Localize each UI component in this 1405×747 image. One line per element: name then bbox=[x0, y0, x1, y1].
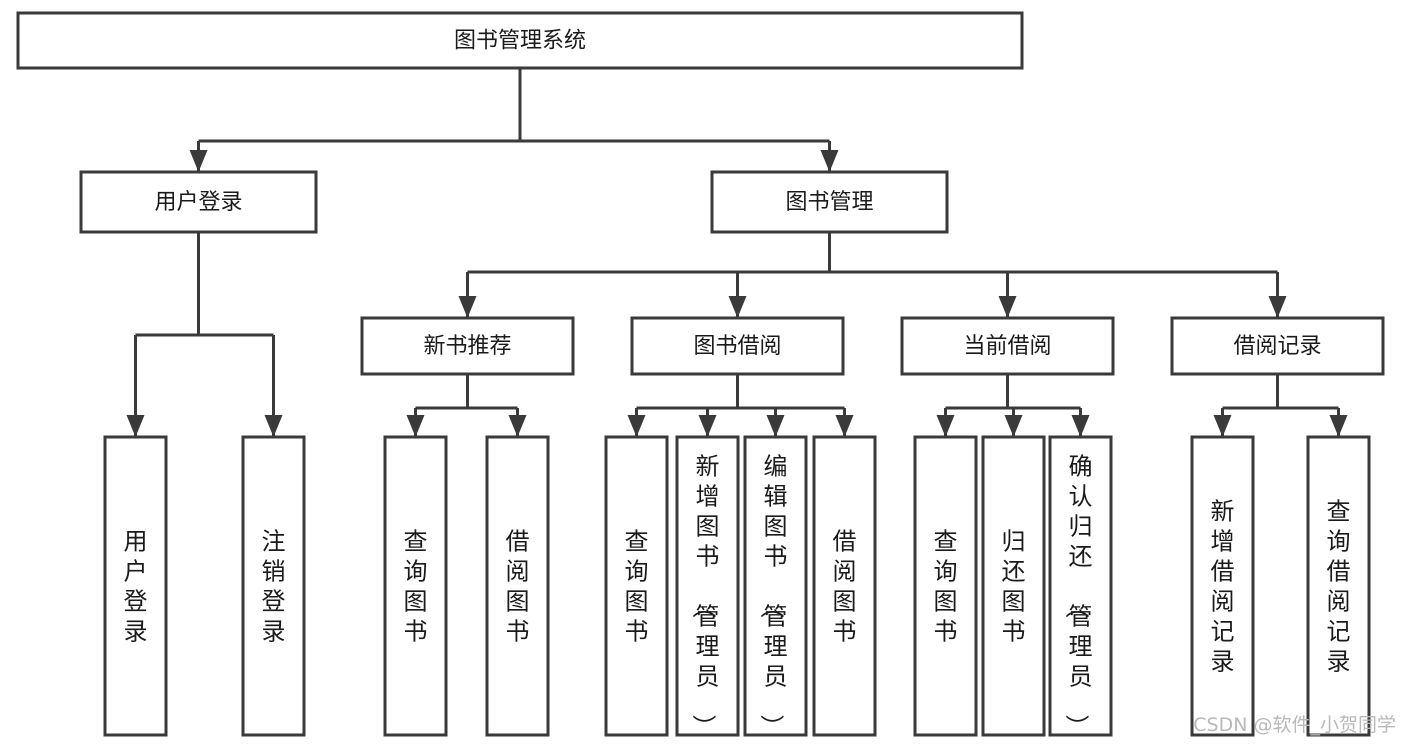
arrow-head-icon-book-management bbox=[820, 150, 839, 172]
node-box-leaf-logout bbox=[241, 435, 306, 737]
node-label-leaf-query-book-2: 查询图书 bbox=[625, 527, 649, 645]
node-box-leaf-query-book-1 bbox=[383, 435, 448, 737]
node-leaf-borrow-book-2[interactable]: 借阅图书 bbox=[812, 435, 877, 737]
node-label-leaf-borrow-book-1: 借阅图书 bbox=[506, 527, 530, 645]
node-leaf-user-login[interactable]: 用户登录 bbox=[103, 435, 168, 737]
node-new-book-recommend[interactable]: 新书推荐 bbox=[360, 316, 575, 376]
node-user-login[interactable]: 用户登录 bbox=[79, 170, 318, 234]
node-box-leaf-query-borrow-record bbox=[1306, 435, 1371, 737]
node-label-leaf-borrow-book-2: 借阅图书 bbox=[833, 527, 857, 645]
node-leaf-add-book[interactable]: 新增图书（管理员） bbox=[675, 435, 740, 738]
arrow-head-icon-leaf-edit-book bbox=[766, 415, 785, 437]
node-leaf-query-book-2[interactable]: 查询图书 bbox=[604, 435, 669, 737]
node-box-leaf-edit-book bbox=[743, 435, 808, 737]
arrow-head-icon-leaf-add-book bbox=[698, 415, 717, 437]
node-box-user-login bbox=[79, 170, 318, 234]
node-leaf-return-book[interactable]: 归还图书 bbox=[981, 435, 1046, 737]
node-borrow-record[interactable]: 借阅记录 bbox=[1170, 316, 1385, 376]
node-label-root: 图书管理系统 bbox=[454, 29, 586, 54]
node-label-new-book-recommend: 新书推荐 bbox=[423, 334, 511, 359]
node-box-leaf-return-book bbox=[981, 435, 1046, 737]
node-label-leaf-add-book: 新增图书（管理员） bbox=[690, 452, 720, 738]
node-current-borrow[interactable]: 当前借阅 bbox=[900, 316, 1115, 376]
node-leaf-edit-book[interactable]: 编辑图书（管理员） bbox=[743, 435, 808, 738]
node-box-leaf-query-book-3 bbox=[913, 435, 978, 737]
node-box-book-management bbox=[710, 170, 949, 234]
node-label-book-borrow: 图书借阅 bbox=[693, 334, 781, 359]
arrow-head-icon-user-login bbox=[189, 150, 208, 172]
node-label-leaf-user-login: 用户登录 bbox=[124, 527, 148, 645]
arrow-head-icon-new-book-recommend bbox=[458, 296, 477, 318]
node-label-leaf-logout: 注销登录 bbox=[262, 527, 286, 645]
node-box-leaf-borrow-book-1 bbox=[485, 435, 550, 737]
node-label-leaf-query-book-3: 查询图书 bbox=[934, 527, 958, 645]
node-label-leaf-query-borrow-record: 查询借阅记录 bbox=[1327, 497, 1351, 675]
node-box-leaf-add-borrow-record bbox=[1190, 435, 1255, 737]
arrow-head-icon-book-borrow bbox=[728, 296, 747, 318]
node-box-root bbox=[16, 11, 1024, 70]
node-box-leaf-query-book-2 bbox=[604, 435, 669, 737]
node-root[interactable]: 图书管理系统 bbox=[16, 11, 1024, 70]
node-label-current-borrow: 当前借阅 bbox=[963, 334, 1051, 359]
node-box-current-borrow bbox=[900, 316, 1115, 376]
node-box-leaf-borrow-book-2 bbox=[812, 435, 877, 737]
arrow-head-icon-leaf-return-book bbox=[1004, 415, 1023, 437]
arrow-head-icon-leaf-user-login bbox=[126, 415, 145, 437]
node-box-leaf-user-login bbox=[103, 435, 168, 737]
node-box-leaf-confirm-return bbox=[1048, 435, 1113, 737]
arrow-head-icon-current-borrow bbox=[998, 296, 1017, 318]
arrow-head-icon-leaf-add-borrow-record bbox=[1213, 415, 1232, 437]
node-box-borrow-record bbox=[1170, 316, 1385, 376]
node-layer: 图书管理系统用户登录图书管理新书推荐图书借阅当前借阅借阅记录用户登录注销登录查询… bbox=[16, 11, 1385, 738]
node-label-leaf-query-book-1: 查询图书 bbox=[404, 527, 428, 645]
node-label-borrow-record: 借阅记录 bbox=[1233, 334, 1321, 359]
node-book-borrow[interactable]: 图书借阅 bbox=[630, 316, 845, 376]
node-leaf-query-book-1[interactable]: 查询图书 bbox=[383, 435, 448, 737]
node-box-new-book-recommend bbox=[360, 316, 575, 376]
node-leaf-query-book-3[interactable]: 查询图书 bbox=[913, 435, 978, 737]
node-leaf-logout[interactable]: 注销登录 bbox=[241, 435, 306, 737]
node-label-leaf-add-borrow-record: 新增借阅记录 bbox=[1211, 497, 1235, 675]
arrow-head-icon-borrow-record bbox=[1268, 296, 1287, 318]
arrow-head-icon-leaf-confirm-return bbox=[1071, 415, 1090, 437]
csdn-watermark: CSDN @软件_小贺同学 bbox=[1193, 714, 1396, 736]
node-label-leaf-edit-book: 编辑图书（管理员） bbox=[758, 452, 788, 738]
connector-layer bbox=[126, 68, 1348, 437]
arrow-head-icon-leaf-borrow-book-1 bbox=[508, 415, 527, 437]
arrow-head-icon-leaf-logout bbox=[264, 415, 283, 437]
node-box-book-borrow bbox=[630, 316, 845, 376]
arrow-head-icon-leaf-query-borrow-record bbox=[1329, 415, 1348, 437]
node-box-leaf-add-book bbox=[675, 435, 740, 737]
arrow-head-icon-leaf-borrow-book-2 bbox=[835, 415, 854, 437]
node-leaf-query-borrow-record[interactable]: 查询借阅记录 bbox=[1306, 435, 1371, 737]
node-leaf-borrow-book-1[interactable]: 借阅图书 bbox=[485, 435, 550, 737]
node-leaf-add-borrow-record[interactable]: 新增借阅记录 bbox=[1190, 435, 1255, 737]
arrow-head-icon-leaf-query-book-1 bbox=[406, 415, 425, 437]
arrow-head-icon-leaf-query-book-2 bbox=[627, 415, 646, 437]
node-label-leaf-return-book: 归还图书 bbox=[1002, 527, 1026, 645]
node-label-leaf-confirm-return: 确认归还（管理员） bbox=[1063, 452, 1093, 738]
node-label-user-login: 用户登录 bbox=[154, 190, 242, 215]
node-book-management[interactable]: 图书管理 bbox=[710, 170, 949, 234]
node-label-book-management: 图书管理 bbox=[785, 190, 873, 215]
node-leaf-confirm-return[interactable]: 确认归还（管理员） bbox=[1048, 435, 1113, 738]
arrow-head-icon-leaf-query-book-3 bbox=[936, 415, 955, 437]
